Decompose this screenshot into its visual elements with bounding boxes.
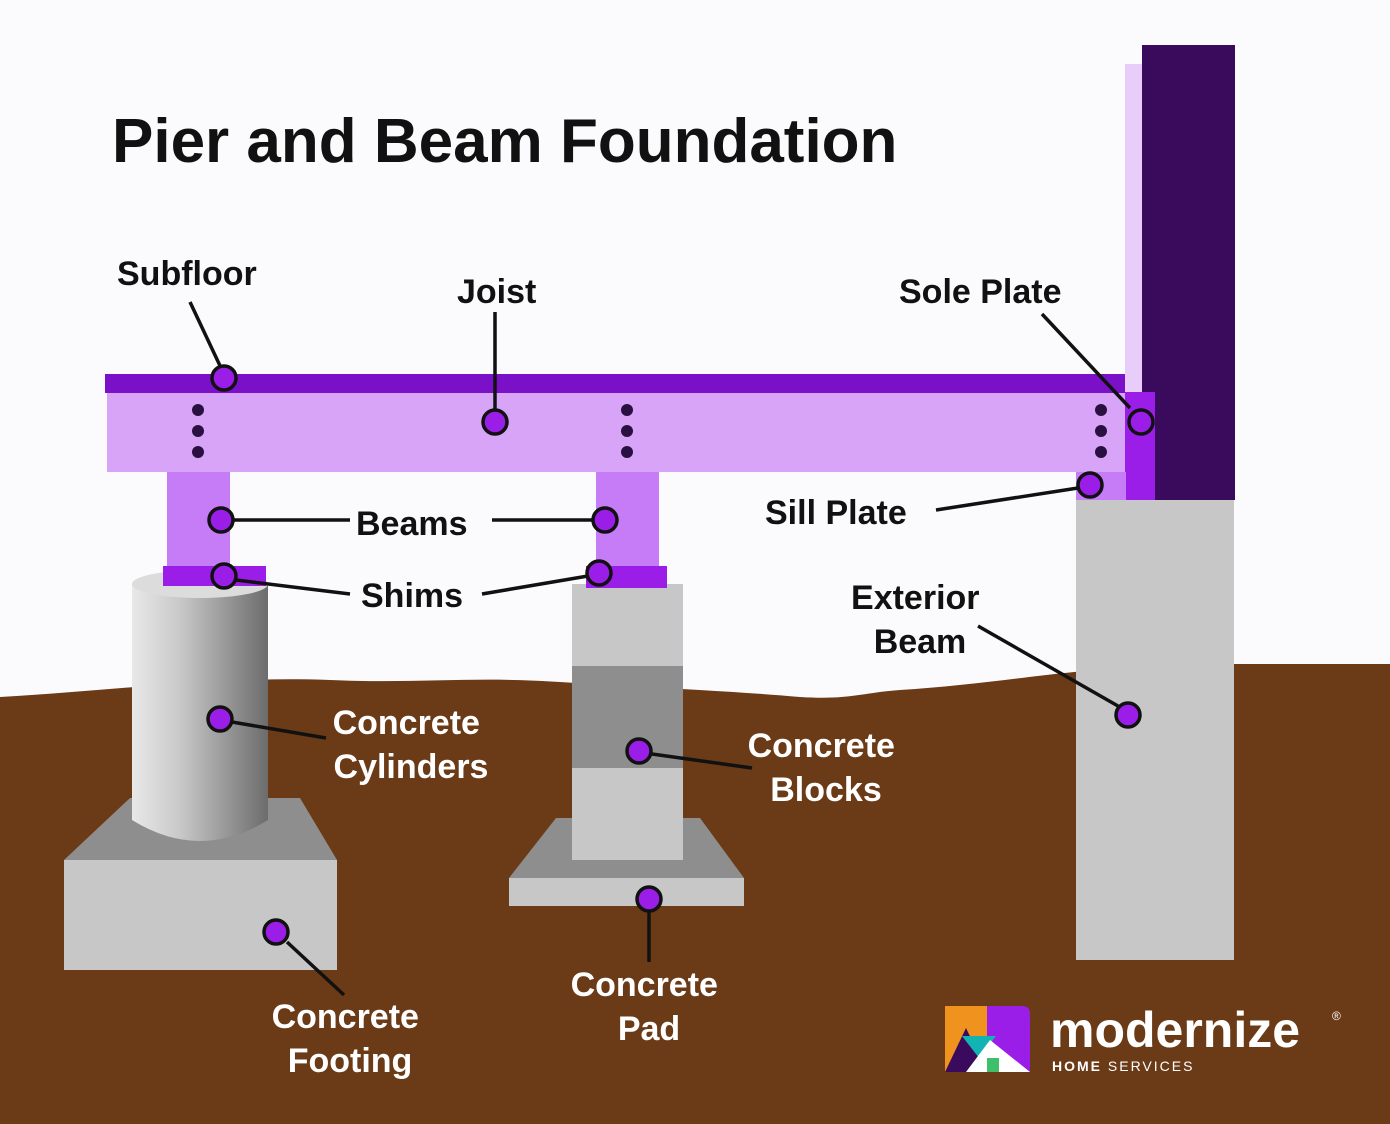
label-concrete-cylinders: Concrete Cylinders (333, 704, 490, 786)
label-concrete-footing-line-1: Concrete (272, 998, 419, 1036)
label-exterior-beam: Exterior Beam (851, 579, 989, 661)
logo-registered-mark: ® (1332, 1009, 1341, 1023)
concrete-blocks (572, 584, 683, 860)
marker-blocks (625, 737, 653, 765)
bolt-column-middle (621, 404, 633, 458)
marker-beam-left (207, 506, 235, 534)
exterior-beam (1076, 500, 1234, 960)
marker-exterior-beam (1114, 701, 1142, 729)
label-exterior-beam-line-2: Beam (874, 623, 967, 661)
label-shims: Shims (361, 577, 463, 615)
logo-tagline: HOME SERVICES (1052, 1058, 1194, 1074)
bolt-column-right (1095, 404, 1107, 458)
logo-mark-icon (945, 1006, 1030, 1072)
marker-dots (206, 364, 1155, 946)
bolt-column-left (192, 404, 204, 458)
label-concrete-footing: Concrete Footing (272, 998, 429, 1080)
label-sill-plate: Sill Plate (765, 494, 907, 532)
joist (107, 393, 1125, 472)
modernize-logo: modernize ® HOME SERVICES (945, 1002, 1341, 1074)
logo-tagline-bold: HOME (1052, 1058, 1102, 1074)
marker-shim-left (210, 562, 238, 590)
marker-joist (481, 408, 509, 436)
label-concrete-cylinders-line-1: Concrete (333, 704, 480, 742)
marker-cylinder (206, 705, 234, 733)
label-concrete-cylinders-line-2: Cylinders (334, 748, 489, 786)
label-concrete-blocks: Concrete Blocks (748, 727, 905, 809)
label-concrete-blocks-line-1: Concrete (748, 727, 895, 765)
marker-shim-middle (585, 559, 613, 587)
label-concrete-pad: Concrete Pad (571, 966, 728, 1048)
subfloor (105, 374, 1125, 393)
wall-panel-dark (1142, 45, 1235, 500)
label-concrete-pad-line-2: Pad (618, 1010, 680, 1048)
label-exterior-beam-line-1: Exterior (851, 579, 980, 617)
label-sole-plate: Sole Plate (899, 273, 1062, 311)
marker-subfloor (210, 364, 238, 392)
label-beams: Beams (356, 505, 468, 543)
page-title: Pier and Beam Foundation (112, 107, 897, 176)
label-subfloor: Subfloor (117, 255, 257, 293)
label-concrete-pad-line-1: Concrete (571, 966, 718, 1004)
marker-beam-middle (591, 506, 619, 534)
label-concrete-blocks-line-2: Blocks (770, 771, 882, 809)
label-joist: Joist (457, 273, 536, 311)
marker-pad (635, 885, 663, 913)
marker-sole-plate (1127, 408, 1155, 436)
logo-tagline-rest: SERVICES (1102, 1058, 1194, 1074)
marker-footing (262, 918, 290, 946)
logo-wordmark: modernize (1050, 1002, 1300, 1058)
marker-sill-plate (1076, 471, 1104, 499)
label-concrete-footing-line-2: Footing (288, 1042, 413, 1080)
leader-lines (188, 301, 1132, 997)
concrete-cylinder (132, 570, 268, 841)
